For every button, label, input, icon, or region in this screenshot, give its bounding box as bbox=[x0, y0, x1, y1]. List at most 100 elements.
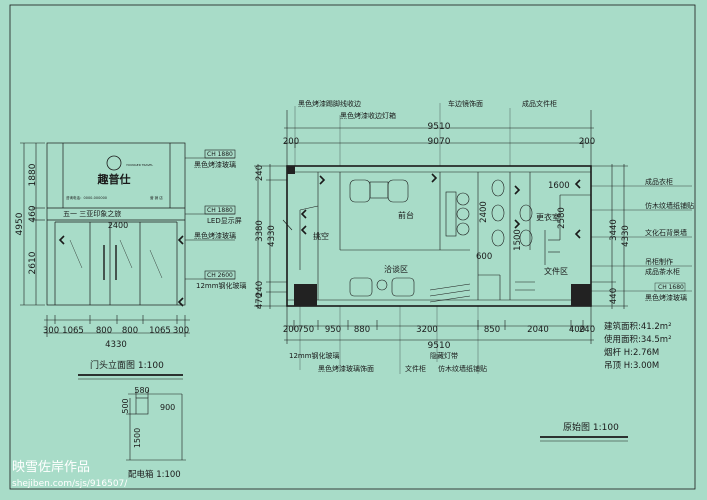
left-dim-2: 240 bbox=[255, 281, 265, 297]
top-label-2: 车边镜饰面 bbox=[448, 99, 483, 108]
plan-right-leaders bbox=[591, 185, 692, 292]
facade-callout-text-3: 12mm钢化玻璃 bbox=[196, 281, 247, 290]
top-dim-left: 200 bbox=[283, 137, 299, 147]
right-dim-1: 440 bbox=[609, 288, 619, 304]
plan-bottom-dimensions bbox=[284, 306, 594, 374]
facade-callout-text-2: 黑色烤漆玻璃 bbox=[194, 231, 236, 240]
right-code: CH 1680 bbox=[658, 284, 684, 291]
facade-height-total: 4950 bbox=[15, 212, 25, 235]
facade-height-0: 1880 bbox=[28, 163, 38, 186]
bottom-dim-2: 950 bbox=[325, 325, 341, 335]
facade-callout-code-1: CH 1880 bbox=[207, 207, 233, 214]
facade-callout-code-0: CH 1880 bbox=[207, 151, 233, 158]
facade-width-3: 800 bbox=[122, 326, 138, 336]
right-label-2: 文化石背景墙 bbox=[645, 228, 687, 237]
bottom-label-3: 隐藏灯带 bbox=[430, 351, 458, 360]
facade-callout-text-1: LED显示屏 bbox=[207, 217, 242, 225]
inner-dim-2: 2580 bbox=[557, 207, 567, 229]
facade-width-1: 1065 bbox=[62, 326, 84, 336]
facade-callout-leaders bbox=[185, 149, 236, 280]
bottom-label-1: 黑色烤漆玻璃饰面 bbox=[318, 364, 374, 373]
right-label-1: 仿木纹墙纸铺贴 bbox=[645, 201, 694, 210]
bottom-dim-7: 400 bbox=[569, 325, 585, 335]
facade-section-marks bbox=[58, 235, 184, 307]
watermark-title: 映雪佐岸作品 bbox=[12, 460, 90, 475]
box-dim-1: 500 bbox=[121, 398, 130, 413]
top-dim-total: 9510 bbox=[428, 122, 451, 132]
facade-width-4: 1065 bbox=[149, 326, 171, 336]
facade-height-1: 460 bbox=[28, 205, 38, 222]
plan-right-dimensions bbox=[591, 164, 628, 309]
brand-name-text: 趣普仕 bbox=[97, 172, 131, 186]
bottom-dim-8: 240 bbox=[579, 325, 595, 335]
floor-plan bbox=[282, 165, 592, 307]
drawing-border bbox=[9, 4, 696, 490]
box-dim-2: 900 bbox=[160, 403, 175, 412]
bottom-dim-1: 750 bbox=[298, 325, 314, 335]
plan-outer-wall bbox=[286, 165, 592, 307]
banner-text: 五一 三亚印象之旅 bbox=[63, 209, 121, 218]
right-label-4: 成品茶水柜 bbox=[645, 267, 680, 276]
left-dim-3: 470 bbox=[255, 293, 265, 309]
plan-title-underline bbox=[540, 436, 628, 442]
brand-logo-icon bbox=[106, 155, 122, 171]
facade-title-underline bbox=[78, 374, 183, 380]
area-info-0: 建筑面积:41.2m² bbox=[604, 321, 671, 332]
bottom-dim-4: 3200 bbox=[416, 325, 438, 335]
area-info-3: 吊顶 H:3.00M bbox=[604, 361, 659, 371]
inner-dim-0: 2400 bbox=[479, 201, 489, 223]
facade-width-2: 800 bbox=[96, 326, 112, 336]
left-dim-0: 240 bbox=[255, 165, 265, 181]
glass-width-text: 2400 bbox=[108, 221, 128, 230]
facade-width-dimensions bbox=[44, 315, 190, 337]
plan-title: 原始图 1:100 bbox=[563, 421, 619, 433]
bottom-dim-total: 9510 bbox=[428, 341, 451, 351]
store-tag-text: 营 销 店 bbox=[150, 195, 163, 200]
inner-dim-1: 1600 bbox=[548, 181, 570, 191]
distribution-box bbox=[126, 390, 186, 461]
inner-dim-4: 600 bbox=[476, 252, 492, 262]
plan-section-marks bbox=[300, 173, 581, 239]
plan-corner-nw bbox=[287, 166, 295, 174]
bottom-dim-6: 2040 bbox=[527, 325, 549, 335]
room-locker: 更衣室 bbox=[536, 212, 560, 222]
facade-elevation bbox=[46, 142, 186, 306]
facade-title: 门头立面图 1:100 bbox=[90, 359, 164, 371]
right-label-3: 吊柜制作 bbox=[645, 257, 673, 266]
facade-height-dimensions bbox=[20, 142, 45, 306]
room-hollow: 挑空 bbox=[313, 231, 329, 241]
top-label-0: 黑色烤漆踢脚线收边 bbox=[298, 99, 361, 108]
brand-en-text: YOUNGER TRAVEL bbox=[126, 163, 153, 167]
bottom-label-0: 12mm钢化玻璃 bbox=[289, 351, 340, 360]
top-label-1: 黑色烤漆收边灯箱 bbox=[340, 111, 396, 120]
facade-height-2: 2610 bbox=[28, 251, 38, 274]
bottom-label-4: 仿木纹墙纸铺贴 bbox=[438, 364, 487, 373]
bottom-dim-5: 850 bbox=[484, 325, 500, 335]
right-dim-total: 4330 bbox=[621, 225, 631, 247]
top-label-3: 成品文件柜 bbox=[522, 99, 557, 108]
area-info-2: 烟杆 H:2.76M bbox=[604, 347, 659, 358]
right-dim-0: 3440 bbox=[609, 219, 619, 241]
bottom-dim-3: 880 bbox=[354, 325, 370, 335]
box-dim-0: 580 bbox=[134, 386, 149, 395]
top-dim-right: 200 bbox=[579, 137, 595, 147]
bottom-dim-0: 200 bbox=[283, 325, 299, 335]
plan-top-dimensions bbox=[284, 103, 594, 166]
room-reception: 前台 bbox=[398, 210, 414, 220]
facade-callout-text-0: 黑色烤漆玻璃 bbox=[194, 160, 236, 169]
plan-column-right bbox=[571, 284, 591, 306]
plan-furniture bbox=[349, 179, 560, 303]
facade-width-5: 300 bbox=[173, 326, 189, 336]
inner-dim-3: 1500 bbox=[513, 229, 523, 251]
box-title: 配电箱 1:100 bbox=[128, 469, 181, 480]
watermark-url: shejiben.com/sjs/916507/ bbox=[12, 479, 128, 489]
left-dim-1: 3380 bbox=[255, 220, 265, 242]
room-negotiation: 洽谈区 bbox=[384, 264, 408, 274]
bottom-label-2: 文件柜 bbox=[405, 364, 426, 373]
plan-left-dimensions bbox=[254, 164, 287, 309]
facade-width-0: 300 bbox=[43, 326, 59, 336]
right-label-0: 成品衣柜 bbox=[645, 177, 673, 186]
phone-line-text: 咨询电话：0000-000000 bbox=[66, 195, 107, 200]
area-info-1: 使用面积:34.5m² bbox=[604, 334, 671, 345]
